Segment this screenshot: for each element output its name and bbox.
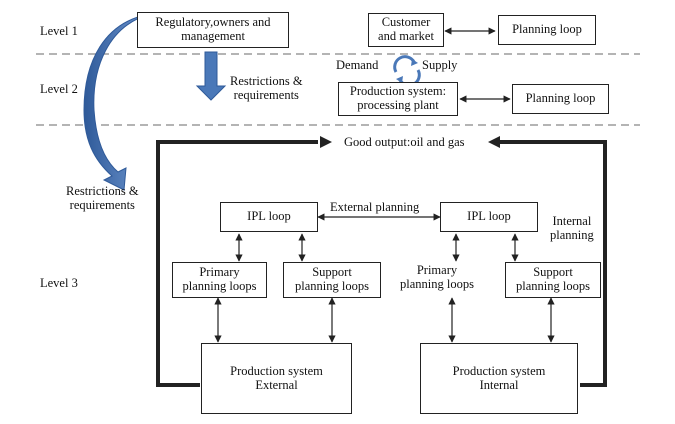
production-system-internal-box: Production system Internal bbox=[420, 343, 578, 414]
internal-planning-label: Internal planning bbox=[550, 214, 594, 243]
planning-loop-box-level2: Planning loop bbox=[512, 84, 609, 114]
ipl-loop-box-left: IPL loop bbox=[220, 202, 318, 232]
customer-market-box: Customer and market bbox=[368, 13, 444, 47]
restrictions-down-arrow bbox=[195, 51, 227, 101]
restrictions-curved-arrow bbox=[83, 13, 151, 191]
support-planning-loops-box-left: Support planning loops bbox=[283, 262, 381, 298]
production-processing-plant-box: Production system: processing plant bbox=[338, 82, 458, 116]
demand-supply-cycle-icon bbox=[393, 55, 416, 73]
level-1-label: Level 1 bbox=[40, 24, 78, 38]
external-planning-label: External planning bbox=[330, 200, 420, 214]
planning-loop-box-level1: Planning loop bbox=[498, 15, 596, 45]
production-system-external-box: Production system External bbox=[201, 343, 352, 414]
support-planning-loops-box-right: Support planning loops bbox=[505, 262, 601, 298]
level-3-label: Level 3 bbox=[40, 276, 78, 290]
primary-planning-loops-right: Primary planning loops bbox=[400, 263, 474, 292]
left-output-loop-arrow bbox=[156, 140, 318, 387]
supply-label: Supply bbox=[422, 58, 458, 72]
restrictions-requirements-level2: Restrictions & requirements bbox=[230, 74, 303, 103]
demand-label: Demand bbox=[336, 58, 379, 72]
level-2-label: Level 2 bbox=[40, 82, 78, 96]
good-output-label: Good output:oil and gas bbox=[344, 135, 465, 149]
primary-planning-loops-box-left: Primary planning loops bbox=[172, 262, 267, 298]
regulatory-owners-box: Regulatory,owners and management bbox=[137, 12, 289, 48]
ipl-loop-box-right: IPL loop bbox=[440, 202, 538, 232]
restrictions-requirements-level3: Restrictions & requirements bbox=[66, 184, 139, 213]
right-output-loop-arrow bbox=[500, 140, 607, 387]
